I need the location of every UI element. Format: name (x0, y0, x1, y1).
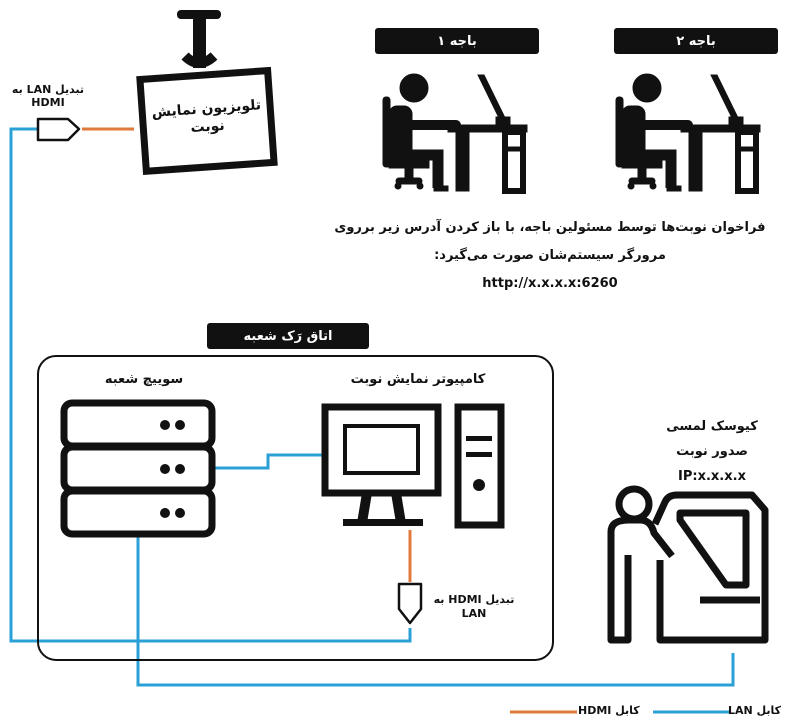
rack-room-title: اتاق رَک شعبه (207, 323, 369, 349)
counter-note-line2: مرورگر سیستم‌شان صورت می‌گیرد: (434, 248, 666, 263)
tv-icon (136, 10, 278, 176)
computer-icon (321, 403, 505, 529)
rack-room-box (37, 355, 554, 661)
computer-label: کامپیوتر نمایش نوبت (350, 372, 486, 387)
lan-cable-switch-to-kiosk (136, 537, 735, 687)
hdmi-to-lan-converter-icon (397, 582, 423, 625)
kiosk-label: کیوسک لمسی صدور نوبت IP:x.x.x.x (648, 414, 776, 489)
lan-to-hdmi-label: تبدیل LAN به HDMI (6, 83, 90, 109)
counter-1-agent-icon (382, 73, 528, 194)
hdmi-to-lan-label-line2: LAN (461, 607, 487, 620)
lan-cable-switch-to-computer (213, 453, 322, 470)
lan-cables (9, 127, 735, 714)
switch-icon (60, 399, 216, 538)
lan-cable-switch-to-tv (9, 127, 412, 643)
kiosk-label-line1: کیوسک لمسی (666, 419, 758, 434)
hdmi-to-lan-label: تبدیل HDMI به LAN (424, 593, 524, 621)
counter-note: فراخوان نوبت‌ها توسط مسئولین باجه، با با… (330, 214, 770, 298)
lan-to-hdmi-label-line1: تبدیل LAN به (11, 83, 85, 96)
kiosk-label-line2: صدور نوبت (676, 444, 748, 459)
counter-1-tag: باجه ۱ (375, 28, 539, 54)
kiosk-icon (607, 485, 769, 644)
legend-hdmi-label: کابل HDMI (578, 704, 640, 717)
lan-to-hdmi-converter-icon (36, 117, 81, 142)
legend-lan-label: کابل LAN (728, 704, 782, 717)
counter-2-tag: باجه ۲ (614, 28, 778, 54)
hdmi-to-lan-label-line1: تبدیل HDMI به (433, 593, 515, 606)
lan-to-hdmi-label-line2: HDMI (31, 96, 65, 109)
kiosk-ip: IP:x.x.x.x (678, 469, 746, 484)
counter-note-line1: فراخوان نوبت‌ها توسط مسئولین باجه، با با… (334, 220, 766, 235)
hdmi-cables (82, 127, 577, 714)
switch-label: سوییچ شعبه (104, 372, 184, 387)
counter-2-agent-icon (615, 73, 761, 194)
counter-note-url: http://x.x.x.x:6260 (482, 276, 618, 291)
